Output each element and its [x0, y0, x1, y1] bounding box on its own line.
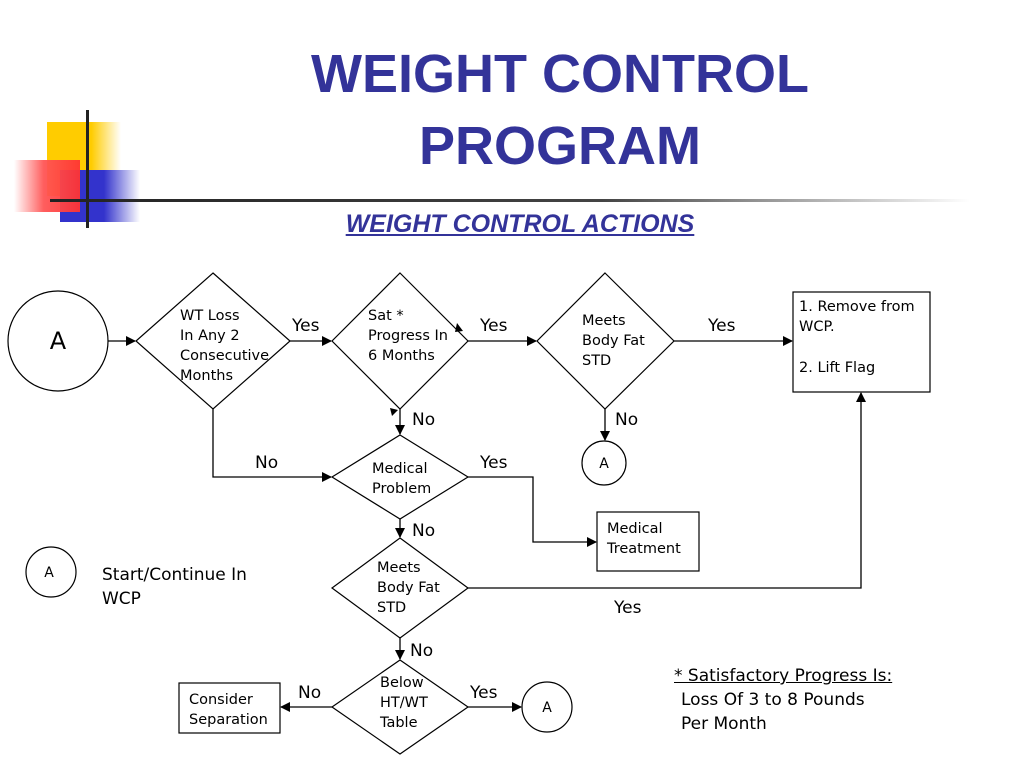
- footnote: * Satisfactory Progress Is: Loss Of 3 to…: [674, 664, 892, 736]
- medical-treatment-line: Treatment: [606, 541, 681, 557]
- wt-loss-line: Months: [180, 368, 233, 384]
- edge-label-yes: Yes: [469, 683, 498, 703]
- meets-body-fat-1-label: Meets Body Fat STD: [582, 313, 649, 369]
- edge-label-no: No: [615, 410, 638, 430]
- medical-problem-line: Medical: [372, 461, 428, 477]
- footnote-line: Loss Of 3 to 8 Pounds: [681, 690, 865, 710]
- wt-loss-line: WT Loss: [180, 308, 240, 324]
- sat-progress-line: Sat *: [368, 308, 404, 324]
- footnote-line: Per Month: [681, 714, 767, 734]
- tick-mark-sat-lower: [390, 408, 398, 416]
- edge-label-no: No: [412, 521, 435, 541]
- meets-body-fat-2-line: STD: [377, 600, 406, 616]
- legend-text-line: WCP: [102, 589, 141, 609]
- remove-box-line: WCP.: [799, 319, 835, 335]
- legend-a-label: A: [44, 565, 54, 581]
- connector-a-bottom: [521, 681, 573, 733]
- medical-problem-decision: [330, 434, 470, 520]
- page-title-line-1: WEIGHT CONTROL: [311, 44, 809, 104]
- medical-problem-line: Problem: [372, 481, 431, 497]
- footnote-heading: * Satisfactory Progress Is:: [674, 666, 893, 686]
- tick-mark-sat: [455, 323, 463, 332]
- remove-from-wcp-box: [792, 291, 931, 393]
- medical-problem-label: Medical Problem: [372, 461, 432, 497]
- edge-medical-yes: [468, 476, 597, 547]
- meets-body-fat-2-label: Meets Body Fat STD: [377, 560, 444, 616]
- wt-loss-line: In Any 2: [180, 328, 240, 344]
- edge-label-yes: Yes: [291, 316, 320, 336]
- edge-label-no: No: [298, 683, 321, 703]
- medical-treatment-box: [596, 511, 700, 572]
- edge-meets2-yes: [468, 392, 866, 589]
- wt-loss-label: WT Loss In Any 2 Consecutive Months: [180, 308, 274, 384]
- remove-box-label: 1. Remove from WCP. 2. Lift Flag: [799, 299, 919, 376]
- legend-connector-a: [25, 546, 77, 598]
- meets-body-fat-1-line: STD: [582, 353, 611, 369]
- meets-body-fat-1-line: Meets: [582, 313, 626, 329]
- remove-box-line: 2. Lift Flag: [799, 360, 875, 376]
- sat-progress-line: Progress In: [368, 328, 448, 344]
- wt-loss-line: Consecutive: [180, 348, 269, 364]
- sat-progress-label: Sat * Progress In 6 Months: [368, 308, 453, 364]
- below-ht-wt-line: Below: [380, 675, 424, 691]
- edge-wtloss-no: [212, 409, 332, 482]
- medical-treatment-label: Medical Treatment: [606, 521, 681, 557]
- vertical-rule-decoration: [86, 110, 89, 228]
- connector-a-right: [581, 440, 627, 486]
- medical-treatment-line: Medical: [607, 521, 663, 537]
- start-a-label: A: [50, 327, 67, 355]
- red-square-decoration: [14, 160, 80, 212]
- edge-label-yes: Yes: [479, 453, 508, 473]
- below-ht-wt-line: Table: [379, 715, 418, 731]
- meets-body-fat-2-line: Meets: [377, 560, 421, 576]
- sat-progress-line: 6 Months: [368, 348, 435, 364]
- consider-separation-line: Separation: [189, 712, 268, 728]
- edge-label-yes: Yes: [479, 316, 508, 336]
- page-title-line-2: PROGRAM: [419, 116, 701, 176]
- horizontal-rule-decoration: [50, 199, 970, 202]
- edge-label-yes: Yes: [707, 316, 736, 336]
- edge-label-no: No: [412, 410, 435, 430]
- edge-label-no: No: [255, 453, 278, 473]
- remove-box-line: 1. Remove from: [799, 299, 915, 315]
- below-ht-wt-decision: [330, 659, 470, 755]
- connector-a-bottom-label: A: [542, 700, 552, 716]
- consider-separation-label: Consider Separation: [189, 692, 268, 728]
- meets-body-fat-1-line: Body Fat: [582, 333, 645, 349]
- page-subtitle: WEIGHT CONTROL ACTIONS: [345, 210, 695, 238]
- consider-separation-line: Consider: [189, 692, 253, 708]
- meets-body-fat-2-line: Body Fat: [377, 580, 440, 596]
- edge-label-yes: Yes: [613, 598, 642, 618]
- below-ht-wt-line: HT/WT: [380, 695, 428, 711]
- connector-a-right-label: A: [599, 456, 609, 472]
- edge-label-no: No: [410, 641, 433, 661]
- legend-text-line: Start/Continue In: [102, 565, 247, 585]
- legend-text: Start/Continue In WCP: [102, 563, 247, 611]
- below-ht-wt-label: Below HT/WT Table: [379, 675, 432, 731]
